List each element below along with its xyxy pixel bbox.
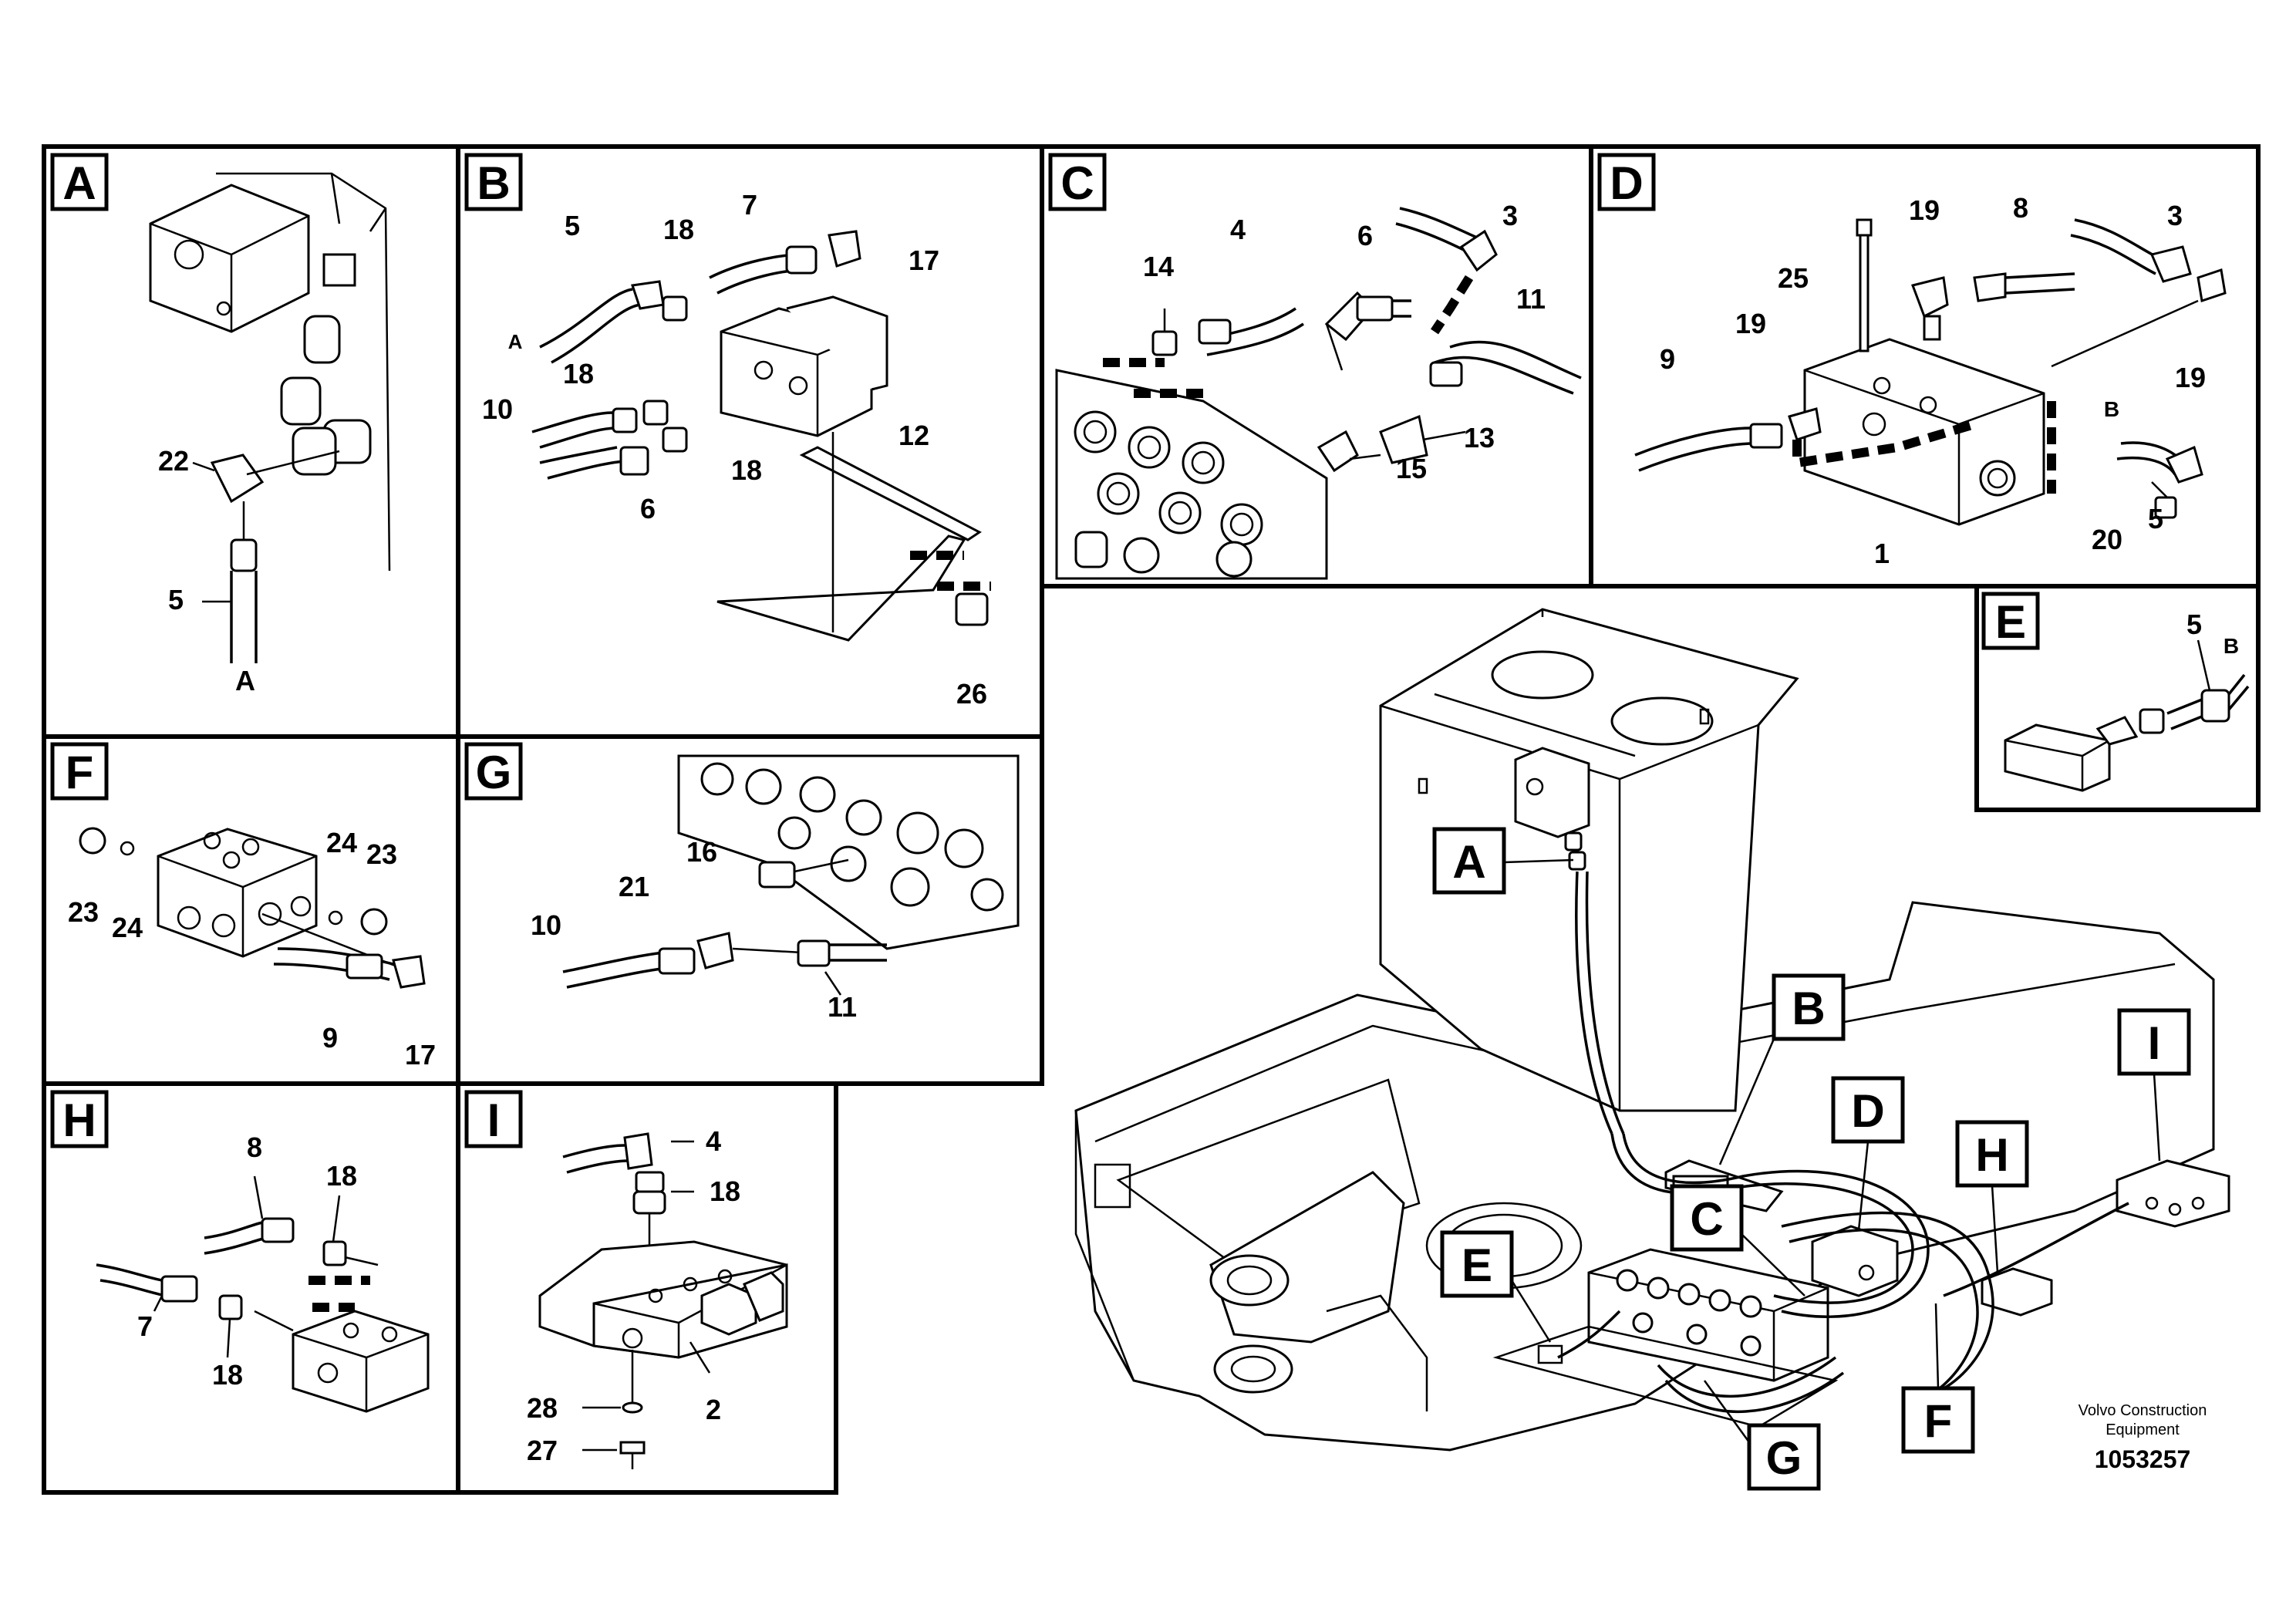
- callout-d-25: 25: [1778, 262, 1809, 294]
- callout-c-11: 11: [1516, 283, 1546, 315]
- callout-d-19c: 19: [2175, 362, 2206, 393]
- overview-tag-f: F: [1924, 1395, 1953, 1447]
- callout-f-9: 9: [322, 1022, 338, 1054]
- callout-g-21: 21: [619, 871, 649, 902]
- panel-h: H 8 18 7 18: [50, 1090, 430, 1413]
- callout-g-11: 11: [828, 991, 857, 1023]
- panel-f: F 23 24 24 23 9 17: [50, 742, 436, 1071]
- overview-illustration: [1074, 608, 2230, 1452]
- callout-f-24a: 24: [112, 912, 143, 943]
- callout-i-28: 28: [527, 1392, 558, 1424]
- callout-d-9: 9: [1660, 343, 1675, 375]
- callout-e-5: 5: [2186, 609, 2202, 640]
- callout-a-22: 22: [158, 445, 189, 477]
- callout-i-18: 18: [710, 1175, 740, 1207]
- callout-d-19b: 19: [1735, 308, 1766, 339]
- callout-b-17: 17: [909, 244, 939, 276]
- panel-h-tag: H: [62, 1094, 96, 1146]
- callout-c-4: 4: [1230, 214, 1246, 245]
- callout-i-2: 2: [706, 1394, 721, 1425]
- panel-c-tag: C: [1060, 157, 1094, 209]
- panel-i-tag: I: [487, 1094, 501, 1146]
- panel-g-tag: G: [476, 747, 512, 798]
- callout-b-5: 5: [565, 210, 580, 241]
- callout-d-3: 3: [2167, 200, 2183, 231]
- callout-h-18a: 18: [326, 1160, 357, 1192]
- panel-a: A 22 5 A: [50, 153, 391, 696]
- callout-c-6: 6: [1357, 220, 1373, 251]
- callout-b-26: 26: [956, 678, 987, 710]
- callout-i-27: 27: [527, 1435, 558, 1466]
- callout-d-8: 8: [2013, 192, 2028, 224]
- callout-d-1: 1: [1874, 538, 1890, 569]
- callout-f-23b: 23: [366, 838, 397, 870]
- panel-g: G 16 21 10 11: [464, 742, 1020, 1023]
- callout-a-5: 5: [168, 584, 184, 615]
- document-number: 1053257: [2095, 1445, 2191, 1473]
- panel-i: I 4 18 2 28 27: [464, 1090, 788, 1469]
- overview-tag-e: E: [1462, 1239, 1492, 1291]
- detail-frames: [42, 144, 2261, 1495]
- callout-d-b: B: [2104, 397, 2119, 421]
- callout-h-7: 7: [137, 1310, 153, 1342]
- end-label-b: A: [508, 330, 523, 353]
- overview-tag-c: C: [1690, 1193, 1723, 1245]
- callout-g-16: 16: [686, 836, 717, 868]
- callout-c-3: 3: [1502, 200, 1518, 231]
- panel-d: D 25 19 8 3 19: [1597, 153, 2227, 569]
- callout-b-10: 10: [482, 393, 513, 425]
- panel-e: E 5 B: [1981, 592, 2250, 792]
- callout-i-4: 4: [706, 1125, 721, 1157]
- panel-c: C 14: [1048, 153, 1582, 580]
- overview-tag-i: I: [2148, 1017, 2161, 1069]
- panel-b-tag: B: [477, 157, 510, 209]
- panel-a-tag: A: [62, 157, 96, 209]
- callout-b-18b: 18: [563, 358, 594, 389]
- overview-tag-d: D: [1851, 1085, 1884, 1137]
- footer: Volvo Construction Equipment 1053257: [2079, 1402, 2207, 1473]
- callout-h-8: 8: [247, 1131, 262, 1163]
- callout-f-17: 17: [405, 1039, 436, 1071]
- callout-b-6: 6: [640, 493, 656, 524]
- callout-d-20: 20: [2092, 524, 2122, 555]
- callout-d-5: 5: [2148, 503, 2163, 534]
- panel-f-tag: F: [66, 747, 94, 798]
- callout-c-14: 14: [1143, 251, 1174, 282]
- overview-tag-h: H: [1975, 1129, 2008, 1181]
- callout-f-24b: 24: [326, 827, 357, 858]
- company-name-line1: Volvo Construction: [2079, 1402, 2207, 1419]
- panel-e-tag: E: [1995, 596, 2026, 648]
- callout-f-23a: 23: [68, 896, 99, 928]
- callout-b-18c: 18: [731, 454, 762, 486]
- callout-h-18b: 18: [212, 1359, 243, 1391]
- overview-tags: A B C D E F G H I: [1432, 827, 2191, 1491]
- panel-d-tag: D: [1610, 157, 1643, 209]
- overview-tag-a: A: [1452, 836, 1485, 888]
- callout-g-10: 10: [531, 909, 561, 941]
- panel-b: B 5 18 7 17 18 10 18 6: [464, 153, 991, 710]
- callout-e-b: B: [2224, 634, 2239, 658]
- callout-d-19a: 19: [1909, 194, 1940, 226]
- callout-b-12: 12: [899, 420, 929, 451]
- callout-b-18a: 18: [663, 214, 694, 245]
- company-name-line2: Equipment: [2106, 1421, 2180, 1438]
- end-label-a: A: [235, 665, 255, 696]
- callout-b-7: 7: [742, 189, 757, 221]
- overview-tag-g: G: [1766, 1432, 1802, 1484]
- overview-tag-b: B: [1792, 983, 1825, 1034]
- callout-c-15: 15: [1396, 453, 1427, 484]
- callout-c-13: 13: [1464, 422, 1495, 454]
